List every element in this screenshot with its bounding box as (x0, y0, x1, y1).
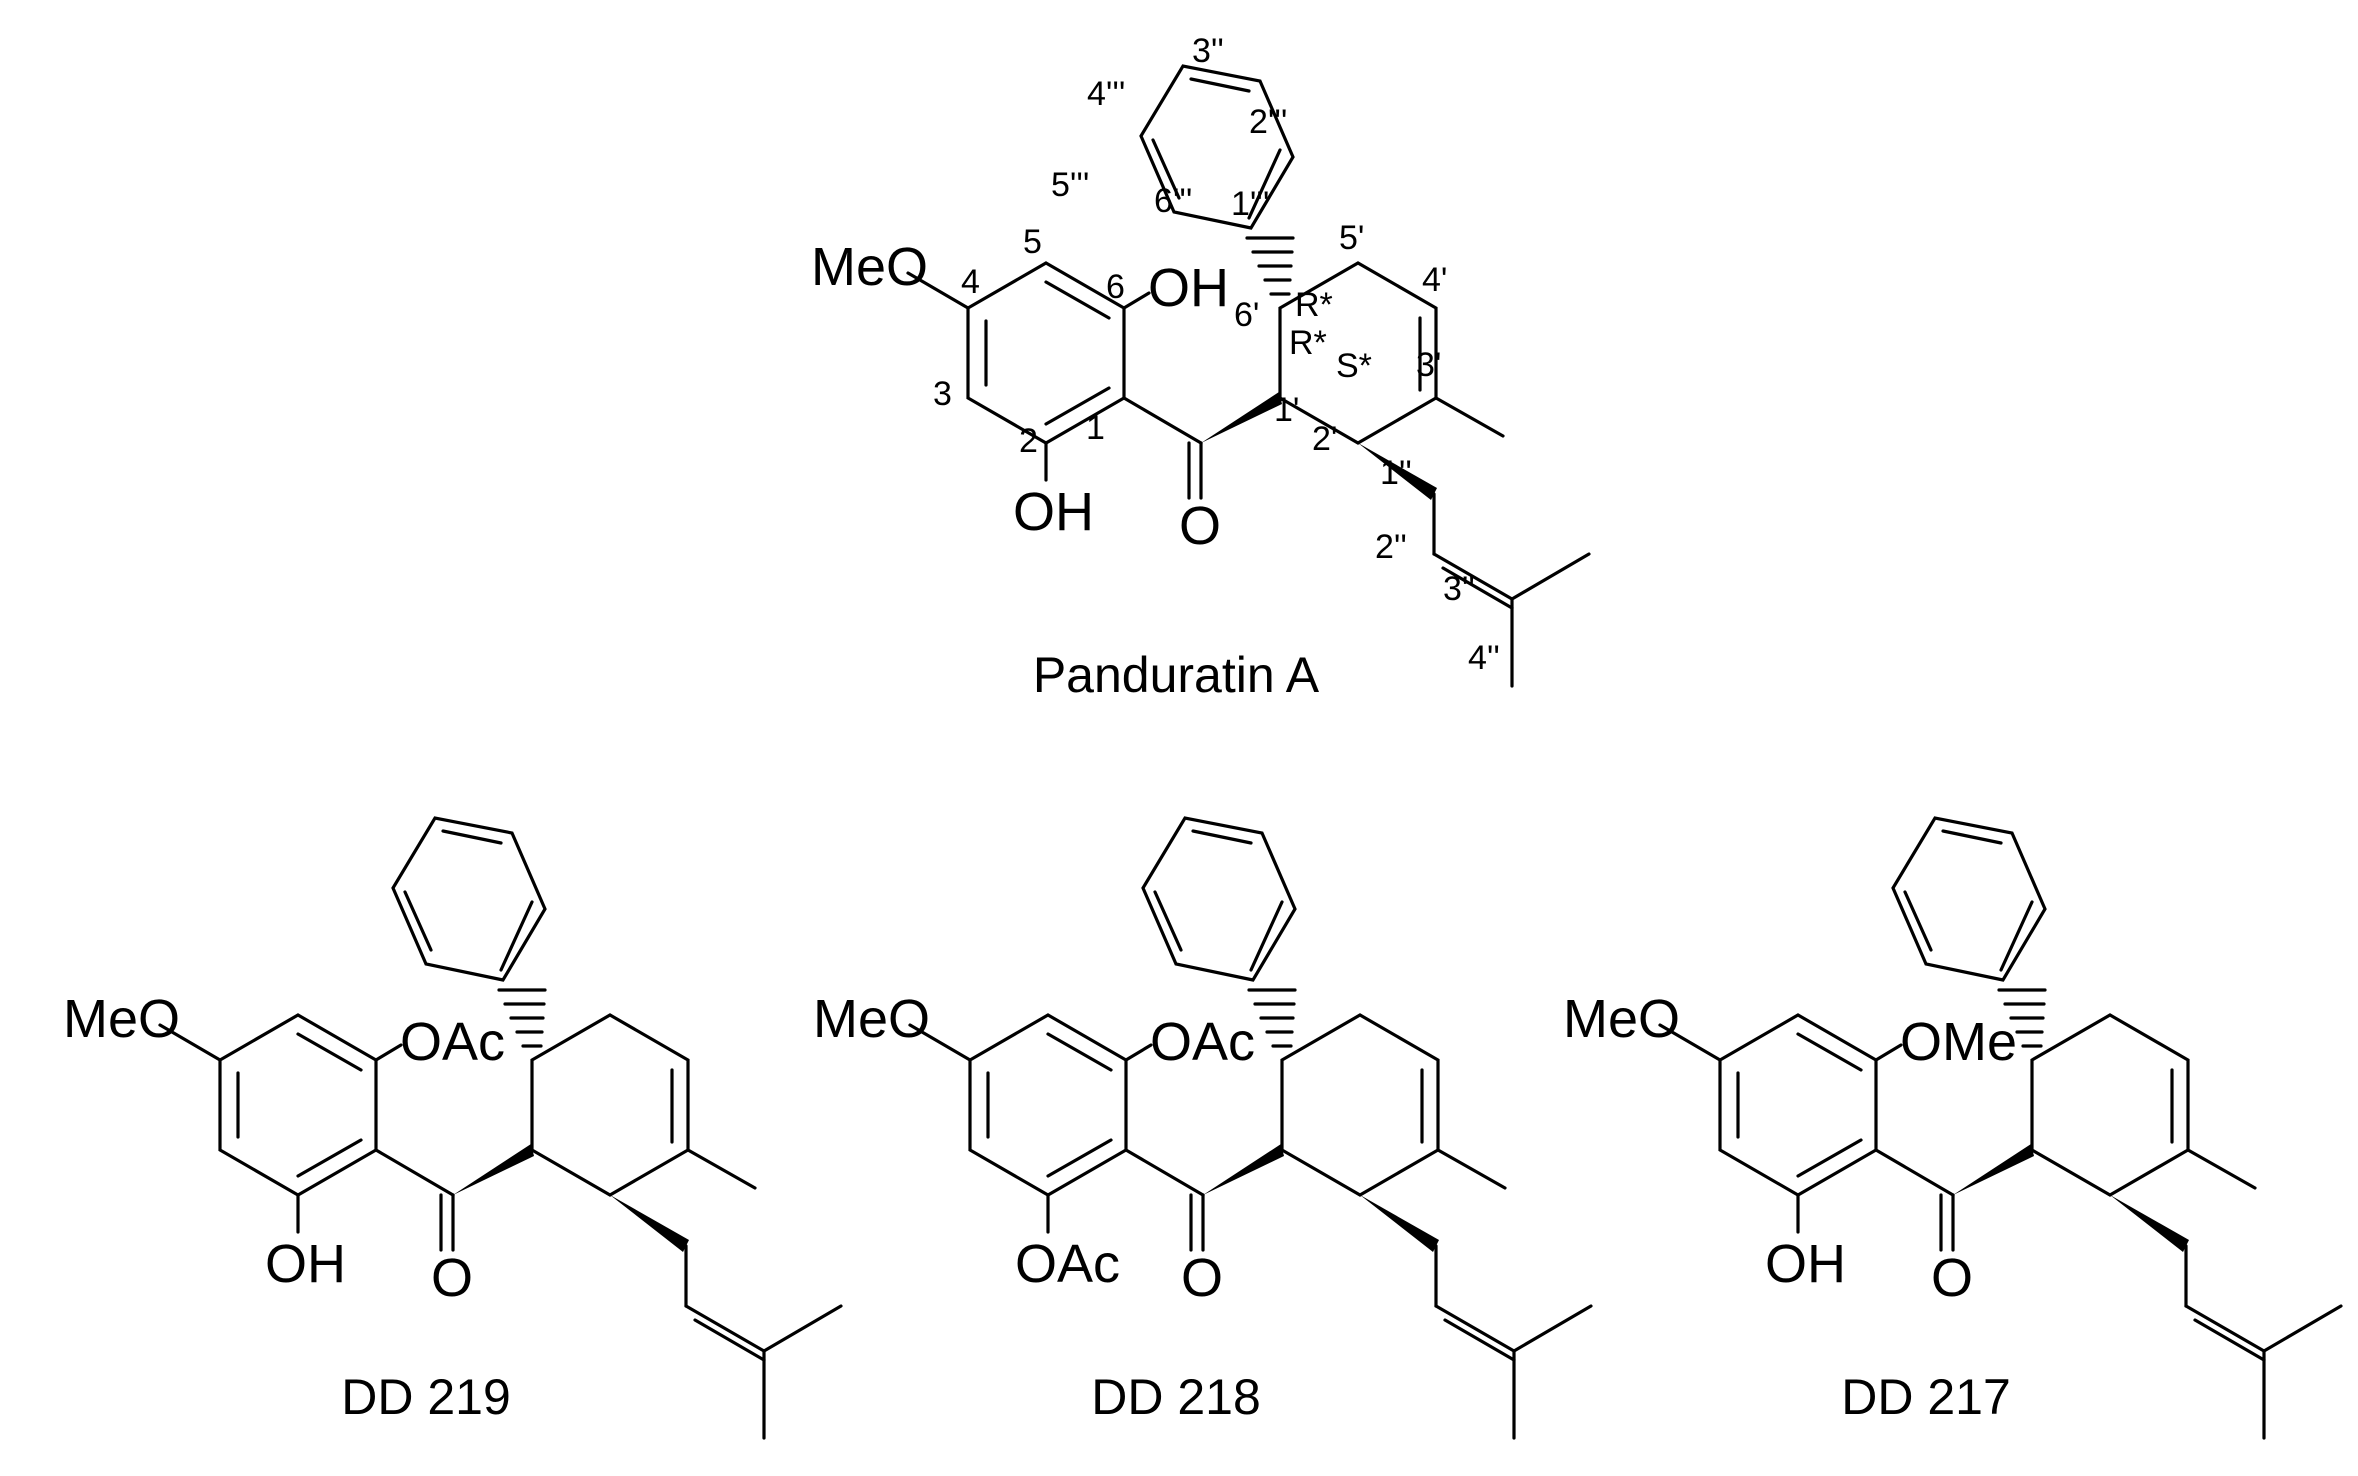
atom-number-6ppp: 6''' (1154, 182, 1192, 220)
acetoxy-bottom-label: OAc (1015, 1234, 1120, 1294)
atom-number-2pp: 2'' (1375, 528, 1407, 566)
acetoxy-top-label: OAc (1150, 1012, 1255, 1072)
atom-number-1pp: 1'' (1380, 454, 1412, 492)
atom-number-6p: 6' (1234, 296, 1259, 334)
atom-number-2: 2 (1019, 422, 1038, 460)
atom-number-3: 3 (933, 375, 952, 413)
caption-dd217: DD 217 (1841, 1369, 2011, 1425)
atom-number-4p: 4' (1422, 261, 1447, 299)
atom-number-6: 6 (1106, 268, 1125, 306)
atom-number-5p: 5' (1339, 219, 1364, 257)
atom-number-1p: 1' (1274, 391, 1299, 429)
atom-number-5: 5 (1023, 223, 1042, 261)
atom-number-4: 4 (961, 263, 980, 301)
carbonyl-oxygen-label: O (1181, 1248, 1223, 1308)
methoxy-label: MeO (811, 237, 928, 297)
atom-number-3pp: 3'' (1443, 570, 1475, 608)
stereo-label-6p: R* (1295, 286, 1333, 324)
acetoxy-top-label: OAc (400, 1012, 505, 1072)
carbonyl-oxygen-label: O (1931, 1248, 1973, 1308)
dd219-structure: MeO OAc OH O (63, 816, 843, 1440)
atom-number-2ppp: 2''' (1249, 103, 1287, 141)
atom-number-1: 1 (1086, 409, 1105, 447)
hydroxy-bottom-label: OH (1013, 482, 1094, 542)
stereo-label-1p: R* (1289, 324, 1327, 362)
atom-number-4pp: 4'' (1468, 639, 1500, 677)
methoxy-label: MeO (813, 989, 930, 1049)
caption-dd219: DD 219 (341, 1369, 511, 1425)
atom-number-5ppp: 5''' (1051, 166, 1089, 204)
hydroxy-top-label: OH (1148, 258, 1229, 318)
atom-number-3p: 3' (1416, 346, 1441, 384)
methoxy-label: MeO (1563, 989, 1680, 1049)
hydroxy-bottom-label: OH (1765, 1234, 1846, 1294)
caption-panduratin-a: Panduratin A (1033, 647, 1320, 703)
panduratin-a-structure: MeO OH OH O 5 6 4 3 2 1 1' 2' 3' 4' 5' 6… (811, 32, 1591, 688)
stereo-label-2p: S* (1336, 347, 1372, 385)
dd217-structure: MeO OMe OH O (1563, 816, 2343, 1440)
methoxy-label: MeO (63, 989, 180, 1049)
caption-dd218: DD 218 (1091, 1369, 1261, 1425)
dd218-structure: MeO OAc OAc O (813, 816, 1593, 1440)
hydroxy-bottom-label: OH (265, 1234, 346, 1294)
atom-number-1ppp: 1''' (1231, 185, 1269, 223)
atom-number-4ppp: 4''' (1087, 75, 1125, 113)
atom-number-2p: 2' (1312, 420, 1337, 458)
methoxy-top-label: OMe (1900, 1012, 2017, 1072)
atom-number-3ppp: 3'' (1192, 32, 1224, 70)
carbonyl-oxygen-label: O (1179, 496, 1221, 556)
carbonyl-oxygen-label: O (431, 1248, 473, 1308)
